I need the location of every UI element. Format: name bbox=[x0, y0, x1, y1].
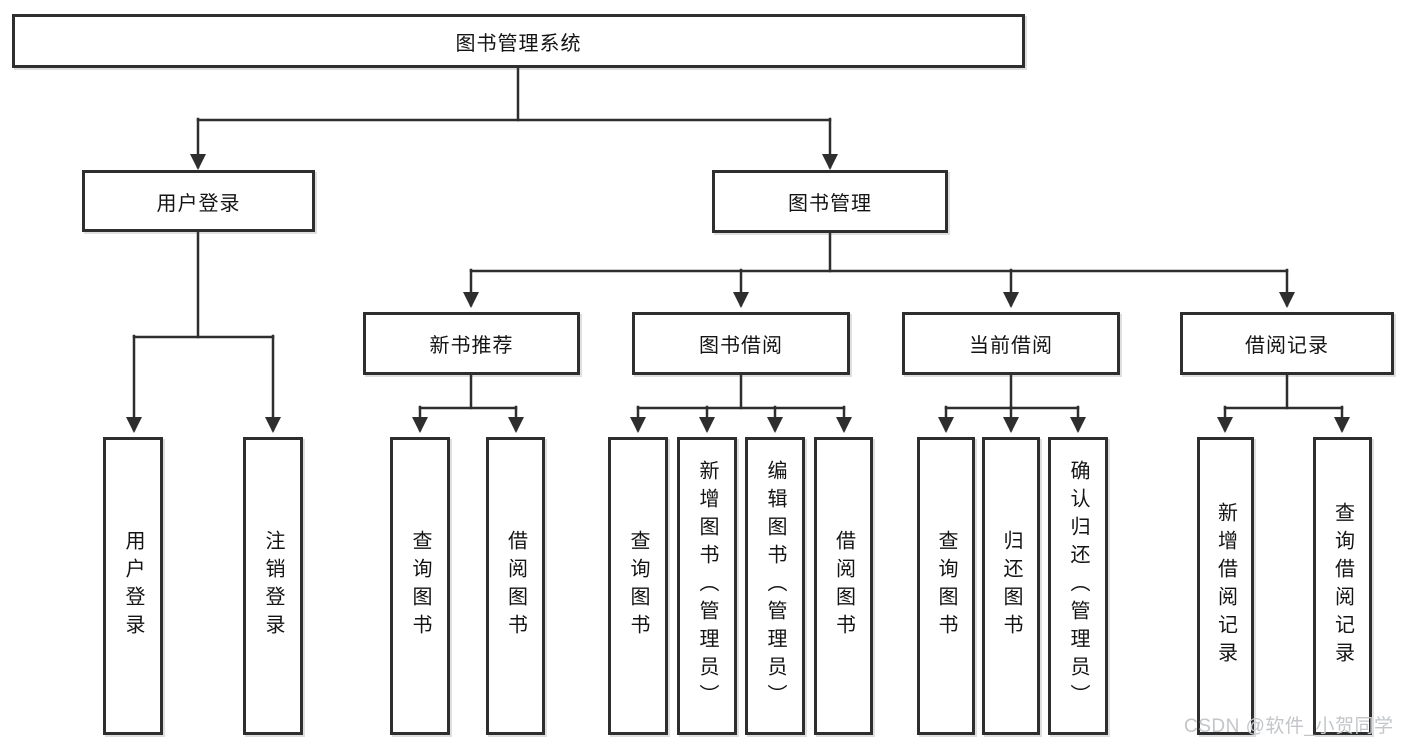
edges-borrowing-records bbox=[1217, 373, 1350, 433]
edges-book-management bbox=[463, 231, 1295, 308]
node-user-login: 用户登录 bbox=[82, 170, 315, 232]
node-user-login-label: 用户登录 bbox=[156, 192, 241, 215]
leaf-recommend-query-books: 查询图书 bbox=[390, 437, 450, 735]
node-book-management: 图书管理 bbox=[712, 170, 948, 233]
leaf-user-login: 用户登录 bbox=[103, 437, 163, 735]
node-book-management-label: 图书管理 bbox=[788, 193, 872, 215]
edges-new-book-recommend bbox=[412, 373, 524, 433]
leaf-return-books: 归还图书 bbox=[982, 437, 1040, 735]
node-current-borrowing: 当前借阅 bbox=[902, 312, 1120, 375]
leaf-add-borrow-record: 新增借阅记录 bbox=[1197, 437, 1254, 735]
edges-current-borrowing bbox=[938, 373, 1086, 433]
node-root-label: 图书管理系统 bbox=[455, 32, 582, 55]
leaf-logout: 注销登录 bbox=[243, 437, 303, 735]
leaf-confirm-return-admin: 确认归还（管理员） bbox=[1048, 437, 1108, 735]
node-borrowing-records: 借阅记录 bbox=[1180, 312, 1394, 375]
leaf-query-borrow-record: 查询借阅记录 bbox=[1313, 437, 1372, 735]
leaf-recommend-borrow-books: 借阅图书 bbox=[486, 437, 545, 735]
csdn-watermark: CSDN @软件_小贺同学 bbox=[1184, 716, 1394, 737]
edges-user-login bbox=[126, 230, 281, 433]
node-root: 图书管理系统 bbox=[12, 14, 1025, 68]
leaf-current-query-books: 查询图书 bbox=[917, 437, 975, 735]
node-new-book-recommend: 新书推荐 bbox=[363, 312, 580, 375]
leaf-borrowing-borrow-books: 借阅图书 bbox=[814, 437, 873, 735]
node-book-borrowing: 图书借阅 bbox=[632, 312, 850, 375]
edges-root bbox=[190, 66, 838, 170]
edges-book-borrowing bbox=[630, 373, 852, 433]
leaf-edit-books-admin: 编辑图书（管理员） bbox=[745, 437, 805, 735]
leaf-borrowing-query-books: 查询图书 bbox=[608, 437, 668, 735]
leaf-add-books-admin: 新增图书（管理员） bbox=[677, 437, 737, 735]
